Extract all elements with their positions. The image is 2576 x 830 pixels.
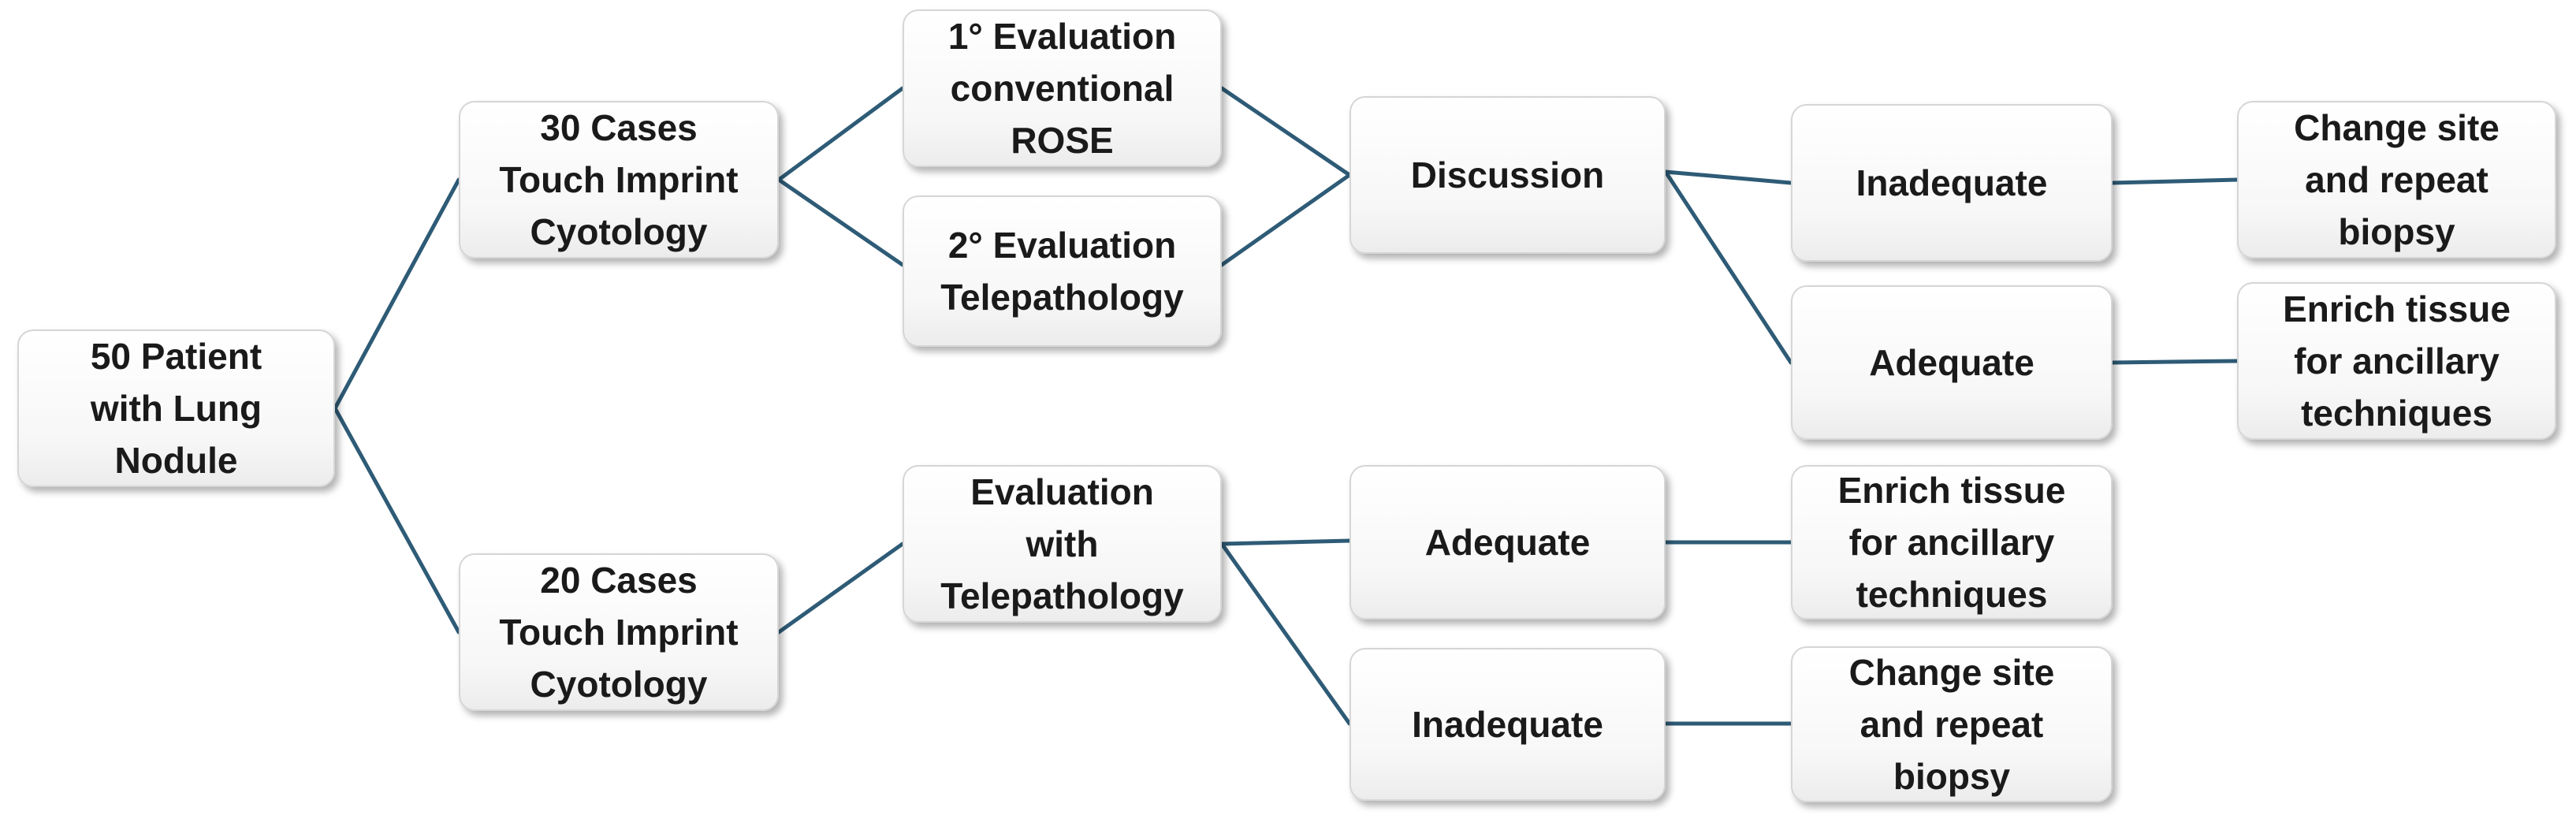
node-group-30: 30 Cases Touch Imprint Cyotology xyxy=(459,101,779,259)
edge-patients-group20 xyxy=(333,406,461,635)
edge-adequate-enrich xyxy=(2110,359,2239,365)
node-bottom-adequate: Adequate xyxy=(1349,465,1666,620)
node-top-enrich: Enrich tissue for ancillary techniques xyxy=(2237,282,2556,440)
node-bottom-change-site: Change site and repeat biopsy xyxy=(1791,646,2113,802)
node-discussion: Discussion xyxy=(1349,96,1666,254)
edge-telepath2-discussion xyxy=(1219,173,1352,267)
edge-discussion-adequate xyxy=(1663,169,1793,365)
edge-group30-conventional xyxy=(776,86,905,182)
edge-inadequate-changesite xyxy=(2110,177,2239,185)
edge-conventional-discussion xyxy=(1219,86,1352,177)
node-patients: 50 Patient with Lung Nodule xyxy=(17,329,335,487)
node-eval-conventional: 1° Evaluation conventional ROSE xyxy=(903,9,1222,167)
node-bottom-inadequate: Inadequate xyxy=(1349,648,1666,801)
node-top-inadequate: Inadequate xyxy=(1791,104,2113,262)
node-top-adequate: Adequate xyxy=(1791,285,2113,440)
edge-patients-group30 xyxy=(333,177,461,411)
node-group-20: 20 Cases Touch Imprint Cyotology xyxy=(459,553,779,711)
edge-group20-telepath xyxy=(776,542,905,635)
node-bottom-enrich: Enrich tissue for ancillary techniques xyxy=(1791,465,2113,620)
edge-discussion-inadequate xyxy=(1663,169,1793,185)
edge-group30-telepath2 xyxy=(776,177,905,267)
node-top-change-site: Change site and repeat biopsy xyxy=(2237,101,2556,259)
node-eval-telepathology: Evaluation with Telepathology xyxy=(903,465,1222,623)
edge-telepath-adequate xyxy=(1219,538,1352,546)
node-eval-telepathology-2: 2° Evaluation Telepathology xyxy=(903,195,1222,347)
edge-telepath-inadequate xyxy=(1219,542,1352,726)
